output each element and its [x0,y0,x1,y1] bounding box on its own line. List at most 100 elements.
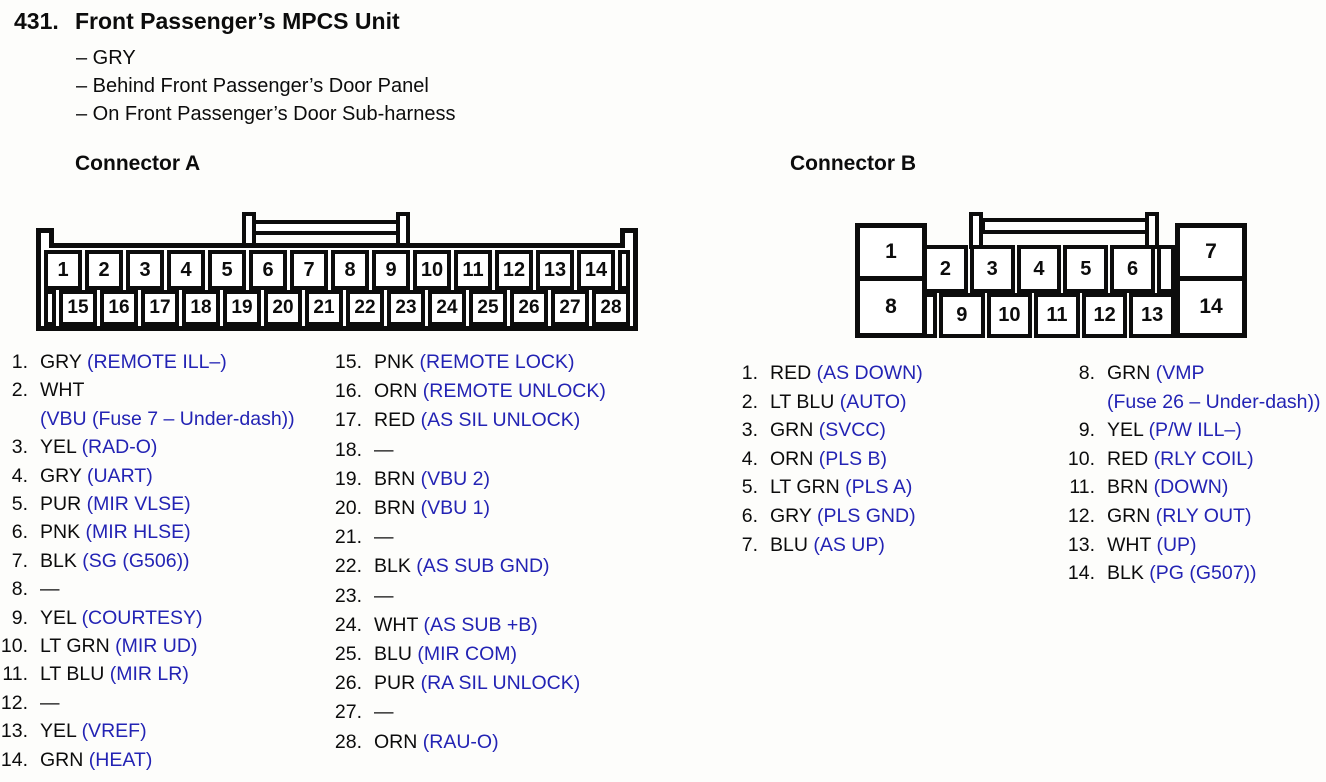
pin-description: BLU (MIR COM) [374,640,517,669]
pin-number: 7. [11,549,28,572]
signal-name: (HEAT) [88,748,153,771]
pin-number: 6. [11,521,28,544]
pin-description: LT BLU (MIR LR) [40,660,189,688]
signal-name: (PLS GND) [816,504,916,527]
pin-number: 25. [334,643,362,666]
location-details: – GRY – Behind Front Passenger’s Door Pa… [76,44,455,128]
wire-color: ORN [374,730,418,753]
pin-row: 16.ORN (REMOTE UNLOCK) [332,377,606,406]
pin-description: WHT (AS SUB +B) [374,611,538,640]
pin-cell-12: 12 [495,250,533,290]
pin-number: 2. [11,379,28,402]
pin-line: RED (RLY COIL) [1107,445,1254,474]
pin-row: 13. WHT (UP) [1065,531,1321,560]
pin-cell-12: 12 [1081,293,1128,338]
pin-cell-23: 23 [387,290,425,326]
pin-line: LT BLU (MIR LR) [40,660,189,688]
pin-line: RED (AS SIL UNLOCK) [374,406,580,435]
pin-cell-6: 6 [1110,245,1155,293]
pin-description: WHT (UP) [1107,531,1197,560]
pin-description: BLK (SG (G506)) [40,547,190,575]
pin-description: — [40,689,60,717]
pin-row: 18.— [332,436,606,465]
pin-line: GRN (HEAT) [40,746,152,774]
pin-row: 14.BLK (PG (G507)) [1065,559,1321,588]
pin-description: ORN (PLS B) [770,445,887,474]
pin-description: — [374,436,394,465]
pin-number: 28. [334,730,362,753]
pin-number: 1. [11,351,28,373]
pin-number: 19. [334,467,362,490]
pin-number: 11. [1069,476,1095,499]
pin-row: 11. LT BLU (MIR LR) [0,660,295,688]
pin-number: 11. [2,663,28,686]
pin-description: PUR (MIR VLSE) [40,490,191,518]
signal-name: (RAD-O) [81,436,158,459]
pin-description: LT GRN (PLS A) [770,473,912,502]
signal-name: (MIR UD) [115,635,198,658]
wire-color: BLK [40,549,77,572]
signal-name: (P/W ILL–) [1148,419,1242,442]
pin-row: 27.— [332,698,606,727]
pin-number: 20. [334,497,362,520]
pin-cell-8: 8 [331,250,369,290]
wire-color: BRN [374,497,416,520]
pin-number: 9. [11,606,28,629]
pin-number: 21. [334,526,362,549]
pin-row: 21. — [332,523,606,552]
pin-cell-17: 17 [141,290,179,326]
wire-color: ORN [770,447,814,470]
pin-line: LT BLU (AUTO) [770,388,907,417]
pin-number: 15. [334,351,362,373]
wire-color: BRN [1107,476,1149,499]
pin-description: BLK (AS SUB GND) [374,552,550,581]
pin-cell-4: 4 [1016,245,1062,293]
pin-cell-19: 19 [223,290,261,326]
pin-description: YEL (RAD-O) [40,433,157,461]
signal-name: (RLY COIL) [1153,447,1254,470]
pin-cell-9: 9 [939,293,985,338]
pin-row: 9.YEL (COURTESY) [0,604,295,632]
wire-color: GRY [40,464,82,487]
wire-color: YEL [40,436,77,459]
pin-description: BRN (DOWN) [1107,473,1228,502]
pin-line: BRN (VBU 2) [374,465,490,494]
pin-description: PNK (MIR HLSE) [40,518,191,546]
pin-number: 3. [11,436,28,459]
pin-line: — [374,698,394,727]
pin-description: GRN (VMP(Fuse 26 – Under-dash)) [1107,359,1321,416]
pin-cell-14: 14 [577,250,615,290]
page-title: 431. Front Passenger’s MPCS Unit [0,8,700,38]
pin-row: 6. PNK (MIR HLSE) [0,518,295,546]
signal-name: (COURTESY) [81,606,203,629]
signal-name: (RA SIL UNLOCK) [420,672,581,695]
pin-cell-10: 10 [413,250,451,290]
pin-cell-5: 5 [1063,245,1109,293]
pin-description: RED (AS DOWN) [770,359,923,388]
signal-name: (AS SUB +B) [423,613,538,636]
pin-row: 4.GRY (UART) [0,462,295,490]
pin-cell-21: 21 [305,290,343,326]
pin-row: 3.GRN (SVCC) [728,416,923,445]
pin-line: — [374,523,394,552]
pin-line: — [374,582,394,611]
wire-color: BLU [374,643,412,666]
pin-line: LT GRN (PLS A) [770,473,912,502]
pin-row: 8.— [0,575,295,603]
pin-number: 24. [334,613,362,636]
wire-color: BLK [1107,562,1144,585]
wire-color: LT BLU [40,663,105,686]
pin-line: — [40,689,60,717]
pin-number: 8. [11,578,28,601]
pin-line: PNK (MIR HLSE) [40,518,191,546]
pin-line: GRY (PLS GND) [770,502,916,531]
pin-number: 13. [1067,533,1095,556]
wire-color: WHT [1107,533,1152,556]
pin-cell-3: 3 [126,250,164,290]
pin-cell-22: 22 [346,290,384,326]
pin-row: 5.PUR (MIR VLSE) [0,490,295,518]
pin-row: 1.GRY (REMOTE ILL–) [0,348,295,376]
